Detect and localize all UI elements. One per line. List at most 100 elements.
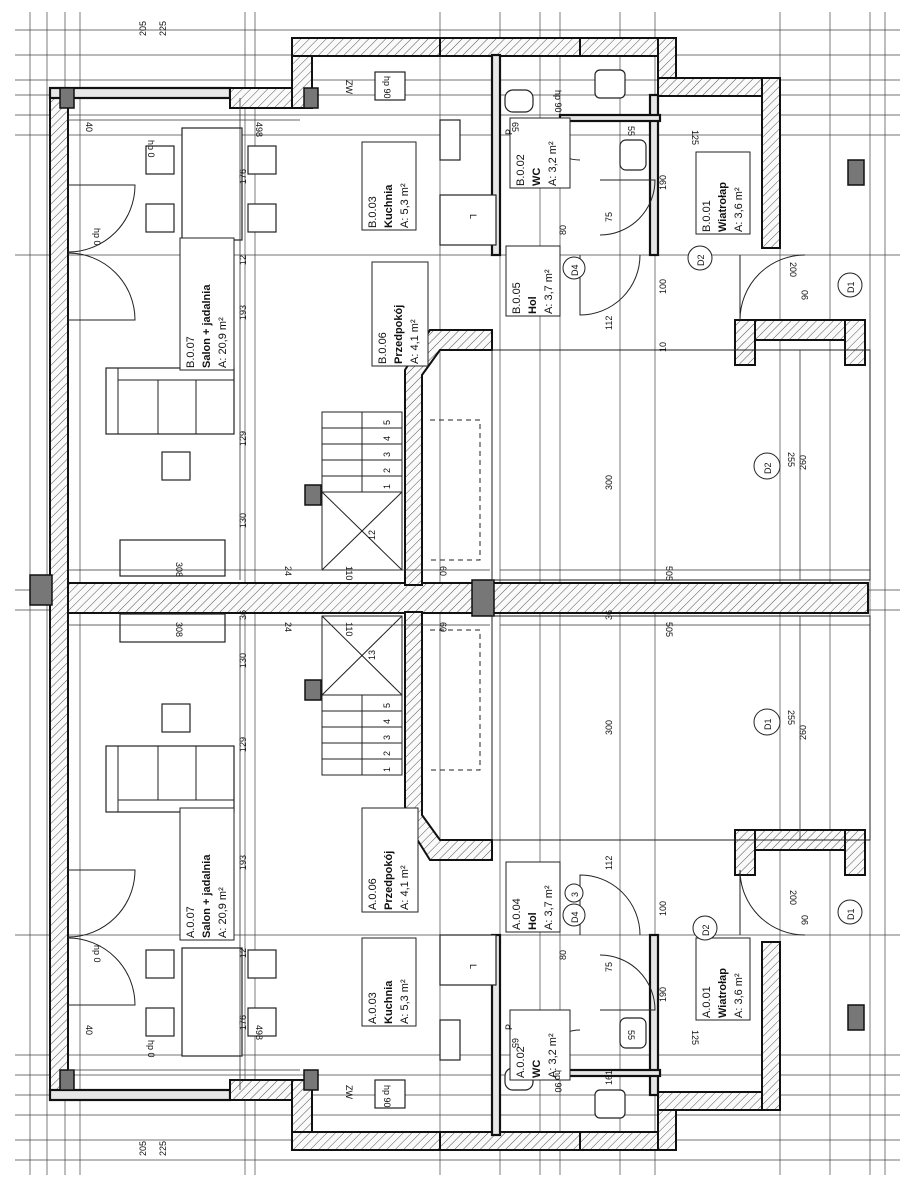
- dim-36: 36: [238, 610, 248, 620]
- room-b003-name: Kuchnia: [383, 184, 395, 228]
- stair-step: 2: [382, 751, 392, 756]
- room-b006-number: B.0.06: [377, 332, 389, 364]
- room-a003-number: A.0.03: [367, 992, 379, 1024]
- dim-176: 176: [238, 169, 248, 184]
- dim-12: 12: [238, 948, 248, 958]
- garage-outlines: [491, 349, 871, 841]
- tag-d2: D2: [696, 254, 706, 266]
- level-mark: hp 0: [92, 945, 102, 963]
- room-a001-number: A.0.01: [701, 986, 713, 1018]
- dim-75: 75: [604, 962, 614, 972]
- room-a004-area: A: 3,7 m²: [543, 885, 555, 930]
- annotations: hp 0 hp 0 hp 0 hp 0 hp 90 hp 90 hp 90 hp…: [92, 76, 563, 1108]
- dim-130: 130: [238, 653, 248, 668]
- dim-225: 225: [158, 1141, 168, 1156]
- sofa-a: [105, 745, 235, 813]
- room-a002-area: A: 3,2 m²: [547, 1033, 559, 1078]
- dim-308: 308: [174, 562, 184, 577]
- fridge-mark: L: [468, 214, 478, 219]
- dim-10: 10: [658, 342, 668, 352]
- tag-d1: D1: [846, 281, 856, 293]
- dim-193: 193: [238, 855, 248, 870]
- room-a004-number: A.0.04: [511, 898, 523, 930]
- stair-step: 2: [382, 468, 392, 473]
- room-b002-area: A: 3,2 m²: [547, 141, 559, 186]
- stair-step-turn: 13: [367, 650, 377, 660]
- room-b007-number: B.0.07: [185, 336, 197, 368]
- room-a006-area: A: 4,1 m²: [399, 865, 411, 910]
- room-b003-area: A: 5,3 m²: [399, 183, 411, 228]
- level-mark: hp 90: [553, 90, 563, 113]
- room-b002-name: WC: [531, 168, 543, 186]
- stair-step: 1: [382, 484, 392, 489]
- dim-112: 112: [604, 316, 614, 330]
- dimensions: 205 225 205 225 40 40 498 498 176 176 12…: [84, 21, 810, 1156]
- room-a006-name: Przedpokój: [383, 851, 395, 910]
- level-mark: hp 0: [146, 1040, 156, 1058]
- dim-24: 24: [283, 566, 293, 576]
- dim-205: 205: [138, 1141, 148, 1156]
- room-b007-area: A: 20,9 m²: [217, 317, 229, 368]
- room-b002-number: B.0.02: [515, 154, 527, 186]
- dim-100: 100: [658, 901, 668, 916]
- p-mark: P: [504, 1024, 514, 1030]
- dim-110: 110: [344, 622, 354, 636]
- dim-200: 200: [788, 890, 798, 905]
- dim-260: 260: [798, 725, 808, 740]
- dim-255: 255: [786, 710, 796, 725]
- room-a006-number: A.0.06: [367, 878, 379, 910]
- dim-40: 40: [84, 1025, 94, 1035]
- tag-d4: D4: [570, 264, 580, 276]
- dim-12: 12: [238, 255, 248, 265]
- stair-step-turn: 12: [367, 530, 377, 540]
- tag-d2-garage: D2: [763, 462, 773, 474]
- room-labels: B.0.07 Salon + jadalnia A: 20,9 m² A.0.0…: [179, 117, 751, 1081]
- dim-176: 176: [238, 1015, 248, 1030]
- walls: [29, 37, 869, 1151]
- dim-125: 125: [690, 1030, 700, 1045]
- tag-d1: D1: [846, 908, 856, 920]
- dim-36: 36: [604, 610, 614, 620]
- room-a001-name: Wiatrołap: [717, 968, 729, 1018]
- room-a003-name: Kuchnia: [383, 980, 395, 1024]
- room-b005-name: Hol: [527, 296, 539, 314]
- room-a002-number: A.0.02: [515, 1046, 527, 1078]
- dim-498: 498: [254, 122, 264, 137]
- room-b007-name: Salon + jadalnia: [201, 284, 213, 368]
- dim-100: 100: [658, 279, 668, 294]
- level-mark: hp 90: [553, 1070, 563, 1093]
- dim-129: 129: [238, 737, 248, 752]
- dim-55: 55: [626, 126, 636, 136]
- dim-55: 55: [626, 1030, 636, 1040]
- dim-90: 90: [800, 915, 810, 925]
- dim-200: 200: [788, 262, 798, 277]
- dim-225: 225: [158, 21, 168, 36]
- dim-80: 80: [558, 225, 568, 235]
- room-a002-name: WC: [531, 1060, 543, 1078]
- dimension-lines: [68, 98, 870, 1090]
- room-b006-name: Przedpokój: [393, 305, 405, 364]
- room-b001-number: B.0.01: [701, 200, 713, 232]
- dim-112: 112: [604, 856, 614, 870]
- stair-step: 5: [382, 703, 392, 708]
- level-mark: hp 0: [92, 228, 102, 246]
- room-b001-name: Wiatrołap: [717, 182, 729, 232]
- dim-75: 75: [604, 212, 614, 222]
- tag-3: 3: [570, 892, 580, 897]
- tag-d4: D4: [570, 911, 580, 923]
- dim-505: 505: [664, 566, 674, 581]
- dim-60: 60: [438, 566, 448, 576]
- dim-125: 125: [690, 130, 700, 145]
- dim-60: 60: [438, 622, 448, 632]
- dim-65: 65: [510, 1038, 520, 1048]
- p-mark: P: [504, 129, 514, 135]
- chimney-mark: ZW: [344, 1085, 354, 1099]
- room-b005-number: B.0.05: [511, 282, 523, 314]
- dim-161: 161: [604, 1070, 614, 1085]
- dim-190: 190: [658, 175, 668, 190]
- door-tags: D1 D1 D2 D2 D2 D1 D4 D4 3: [562, 245, 863, 941]
- tag-d2: D2: [701, 924, 711, 936]
- level-mark: hp 90: [382, 76, 392, 99]
- room-a007-area: A: 20,9 m²: [217, 887, 229, 938]
